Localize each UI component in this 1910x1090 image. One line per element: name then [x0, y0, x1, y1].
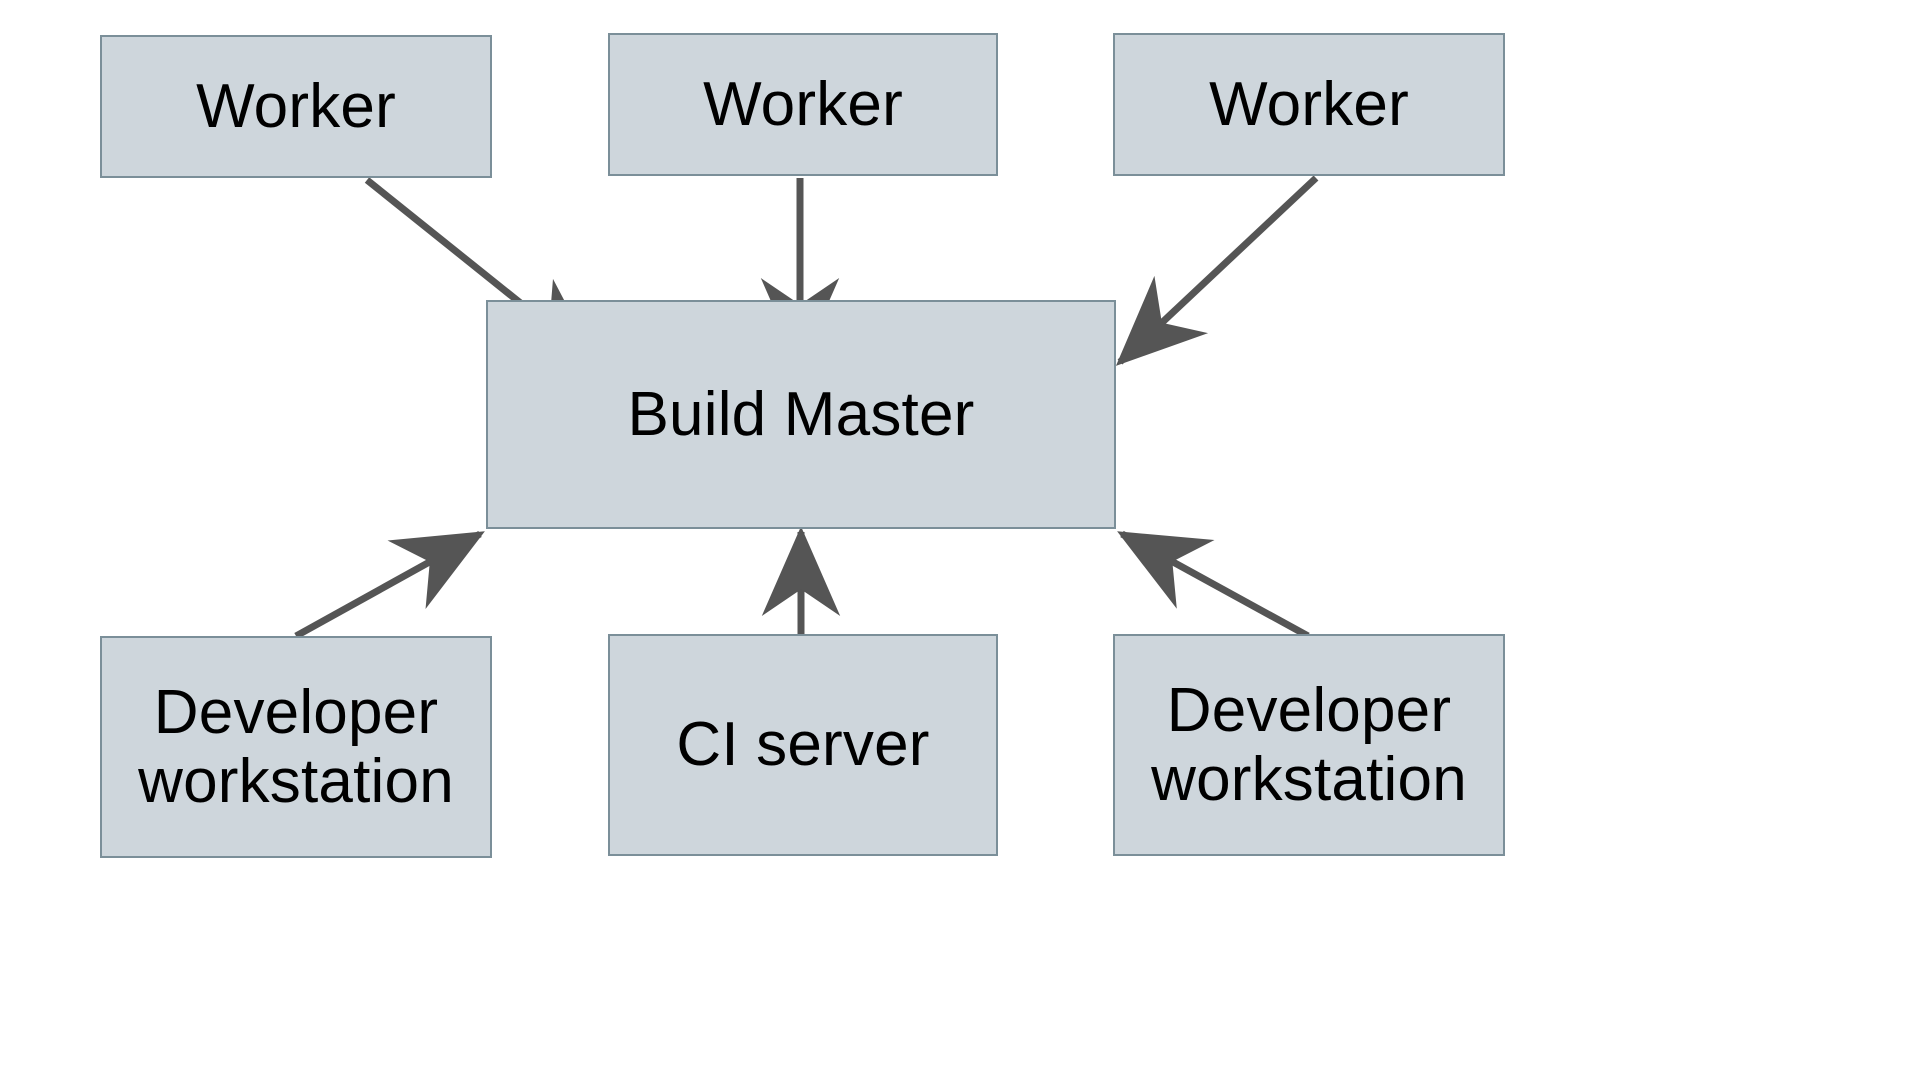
- node-worker-2-label: Worker: [703, 69, 903, 139]
- node-dev-workstation-right-label: Developer workstation: [1151, 675, 1467, 814]
- node-worker-3[interactable]: Worker: [1113, 33, 1505, 176]
- edge-devright-to-master: [1117, 530, 1310, 640]
- node-dev-workstation-left[interactable]: Developer workstation: [100, 636, 492, 858]
- node-build-master[interactable]: Build Master: [486, 300, 1116, 529]
- node-worker-3-label: Worker: [1209, 69, 1409, 139]
- edge-worker3-to-master: [1115, 175, 1319, 366]
- node-worker-1[interactable]: Worker: [100, 35, 492, 178]
- node-build-master-label: Build Master: [627, 379, 975, 449]
- node-dev-workstation-right[interactable]: Developer workstation: [1113, 634, 1505, 856]
- node-ci-server-label: CI server: [676, 710, 930, 780]
- edge-devleft-to-master: [294, 530, 485, 640]
- node-worker-1-label: Worker: [196, 71, 396, 141]
- node-dev-workstation-left-label: Developer workstation: [138, 677, 454, 816]
- node-worker-2[interactable]: Worker: [608, 33, 998, 176]
- node-ci-server[interactable]: CI server: [608, 634, 998, 856]
